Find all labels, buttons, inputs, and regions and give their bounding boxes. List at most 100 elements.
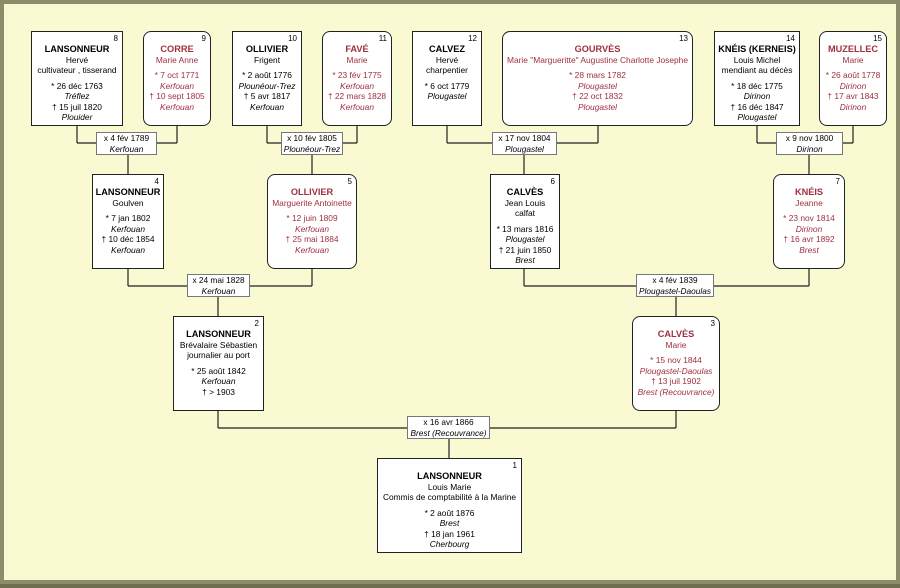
person-number: 15 — [873, 34, 882, 43]
birth-place: Dirinon — [839, 80, 867, 91]
death-place: Brest — [799, 244, 819, 255]
birth-date: * 23 nov 1814 — [783, 213, 835, 224]
person-given-names: Jeanne — [795, 198, 823, 208]
death-place: Cherbourg — [429, 539, 470, 550]
birth-date: * 23 fév 1775 — [332, 70, 382, 81]
birth-place: Dirinon — [795, 223, 823, 234]
person-surname: OLLIVIER — [290, 187, 334, 197]
birth-place: Brest — [439, 518, 460, 529]
death-place: Brest — [515, 255, 535, 266]
birth-place: Plougastel — [505, 234, 545, 245]
death-place: Dirinon — [839, 101, 867, 112]
birth-date: * 7 jan 1802 — [105, 213, 151, 224]
person-number: 10 — [288, 34, 297, 43]
marriage-date: x 17 nov 1804 — [498, 133, 551, 143]
person-given-names: Jean Louis — [504, 198, 546, 208]
marriage-date: x 4 fév 1789 — [103, 133, 150, 143]
marriage-place: Plougastel-Daoulas — [639, 286, 711, 296]
person-number: 11 — [378, 34, 387, 43]
person-surname: LANSONNEUR — [95, 187, 161, 197]
birth-date: * 26 août 1778 — [825, 70, 881, 81]
marriage-place: Plounéour-Trez — [283, 144, 341, 154]
death-date: † 10 sept 1805 — [149, 91, 205, 102]
person-surname: LANSONNEUR — [186, 329, 251, 339]
person-surname: LANSONNEUR — [417, 471, 482, 481]
death-date: † > 1903 — [202, 386, 235, 397]
person-number: 4 — [154, 177, 159, 186]
person-surname: KNÉIS (KERNEIS) — [718, 44, 796, 54]
person-surname: CALVEZ — [428, 44, 466, 54]
person-given-names: Marie — [346, 55, 368, 65]
marriage-date: x 10 fév 1805 — [287, 133, 337, 143]
person-surname: CALVÈS — [657, 329, 695, 339]
birth-date: * 28 mars 1782 — [569, 70, 626, 81]
death-date: † 10 déc 1854 — [101, 234, 155, 245]
death-date: † 22 oct 1832 — [572, 91, 623, 102]
death-date: † 16 déc 1847 — [730, 101, 784, 112]
person-surname: OLLIVIER — [245, 44, 289, 54]
person-given-names: Marguerite Antoinette — [272, 198, 352, 208]
birth-date: * 26 déc 1763 — [51, 80, 103, 91]
birth-date: * 25 août 1842 — [191, 365, 246, 376]
person-number: 12 — [468, 34, 477, 43]
birth-place: Kerfouan — [295, 223, 329, 234]
person-given-names: Frigent — [253, 55, 281, 65]
person-surname: CORRE — [160, 44, 194, 54]
person-number: 5 — [347, 177, 352, 186]
death-date: † 22 mars 1828 — [327, 91, 387, 102]
birth-place: Tréflez — [64, 91, 90, 102]
person-surname: KNÉIS — [794, 187, 824, 197]
marriage-place: Kerfouan — [201, 286, 236, 296]
person-number: 2 — [254, 319, 259, 328]
marriage-place: Kerfouan — [109, 144, 144, 154]
marriage-date: x 16 avr 1866 — [423, 417, 474, 427]
person-given-names: Louis Michel — [733, 55, 781, 65]
person-surname: MUZELLEC — [827, 44, 878, 54]
death-place: Brest (Recouvrance) — [637, 386, 715, 397]
person-occupation: calfat — [514, 208, 536, 219]
person-occupation: charpentier — [426, 65, 468, 76]
person-given-names: Marie — [665, 340, 687, 350]
death-date: † 17 avr 1843 — [827, 91, 879, 102]
person-number: 14 — [786, 34, 795, 43]
person-given-names: Marie "Margueritte" Augustine Charlotte … — [507, 55, 688, 65]
marriage-place: Brest (Recouvrance) — [410, 428, 487, 438]
birth-place: Plougastel — [427, 91, 467, 102]
person-surname: CALVÈS — [506, 187, 544, 197]
person-given-names: Brévalaire Sébastien — [179, 340, 258, 350]
birth-place: Plounéour-Trez — [238, 80, 296, 91]
birth-date: * 12 juin 1809 — [286, 213, 338, 224]
death-date: † 18 jan 1961 — [424, 528, 475, 539]
birth-place: Plougastel — [577, 80, 618, 91]
person-given-names: Louis Marie — [427, 482, 472, 492]
birth-date: * 7 oct 1771 — [154, 70, 200, 81]
birth-date: * 6 oct 1779 — [424, 80, 470, 91]
person-number: 9 — [201, 34, 206, 43]
person-occupation: mendiant au décès — [721, 65, 793, 76]
death-place: Plougastel — [737, 112, 777, 123]
death-place: Kerfouan — [250, 101, 284, 112]
birth-date: * 2 août 1776 — [242, 70, 292, 81]
death-place: Kerfouan — [111, 244, 145, 255]
birth-place: Kerfouan — [201, 376, 236, 387]
marriage-date: x 9 nov 1800 — [785, 133, 834, 143]
death-place: Kerfouan — [160, 101, 194, 112]
